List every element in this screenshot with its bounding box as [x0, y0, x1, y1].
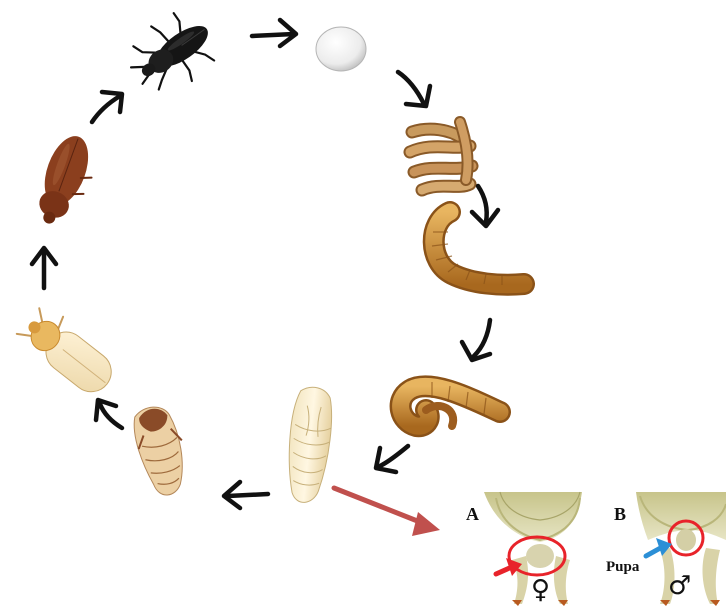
young-larvae-cluster	[410, 122, 472, 190]
pupa-label: Pupa	[606, 559, 640, 575]
female-symbol: ♀	[531, 575, 550, 605]
arrow-brown-to-adult	[92, 92, 122, 122]
arrow-curled-to-pupa	[376, 446, 408, 472]
larva-curled	[401, 382, 500, 426]
pupa-darkening	[129, 402, 194, 499]
panel-a-letter: A	[466, 504, 479, 524]
egg	[316, 27, 366, 71]
arrow-egg-to-larvae	[398, 72, 430, 106]
panel-a-female: A ♀	[466, 492, 582, 606]
pupa	[283, 385, 335, 504]
arrow-adult-to-egg	[252, 20, 296, 46]
arrow-pupa-to-darkening	[224, 482, 268, 508]
pointer-arrow-to-panels	[334, 488, 440, 536]
arrow-larvae-to-larva	[472, 186, 498, 226]
teneral-adult-pale	[14, 301, 123, 400]
larva-curved	[432, 212, 524, 285]
adult-beetle-brown	[29, 130, 103, 232]
panel-b-male: B Pupa ♂	[606, 492, 726, 606]
panel-b-letter: B	[614, 504, 626, 524]
male-symbol: ♂	[668, 571, 691, 601]
arrow-darkening-to-teneral	[96, 400, 122, 428]
arrow-larva-to-curled	[462, 320, 490, 360]
arrow-teneral-to-brown	[32, 248, 56, 288]
adult-beetle-black	[118, 1, 226, 105]
